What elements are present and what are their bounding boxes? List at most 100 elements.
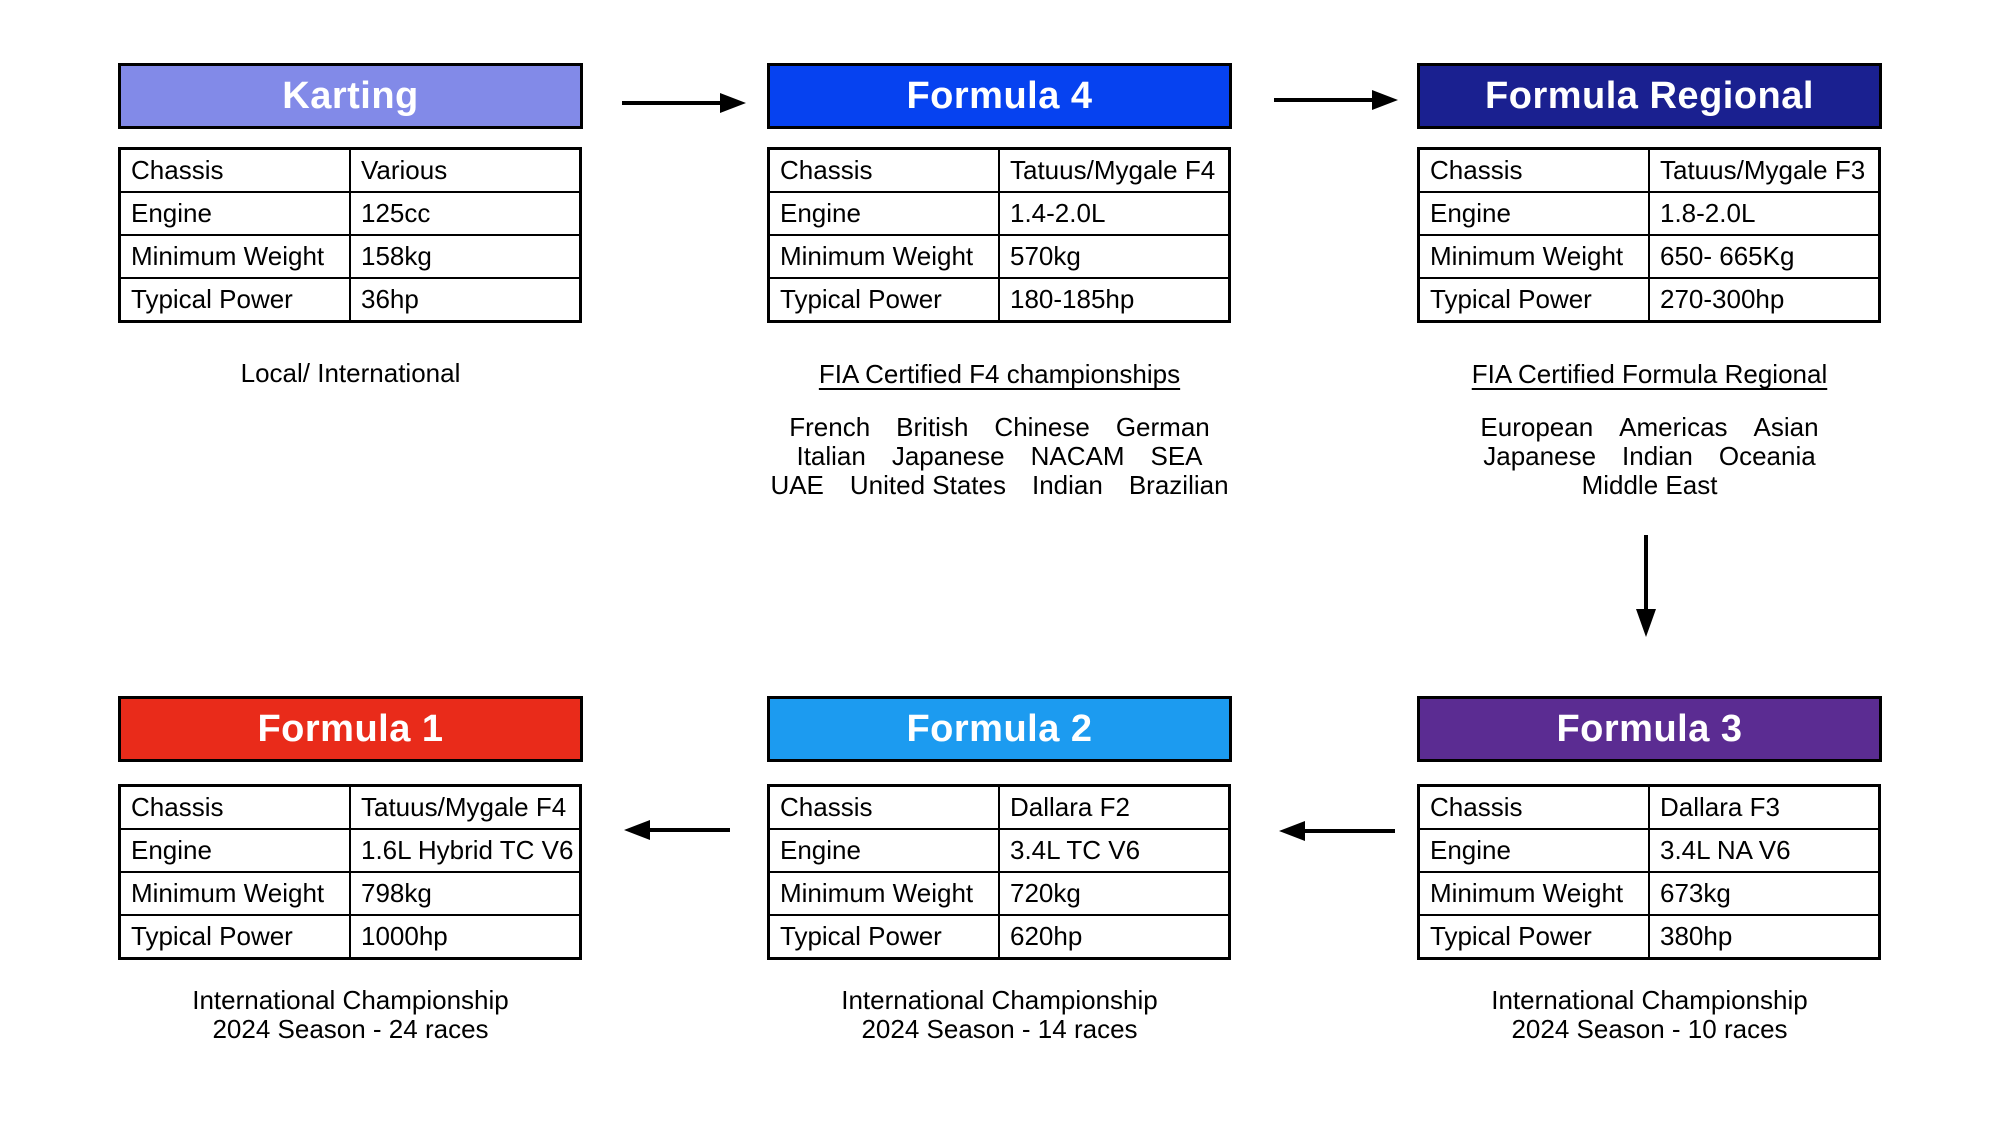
- spec-row-typical-power: Typical Power 180-185hp: [767, 277, 1231, 323]
- stage-header-formula3: Formula 3: [1417, 696, 1882, 762]
- right-arrow-icon-karting-to-formula4: [622, 93, 746, 113]
- spec-row-engine: Engine 1.6L Hybrid TC V6: [118, 828, 582, 873]
- spec-label-chassis: Chassis: [118, 784, 351, 830]
- note-line: UAE United States Indian Brazilian: [770, 470, 1229, 500]
- stage-title-karting: Karting: [282, 74, 419, 117]
- spec-label-typical-power: Typical Power: [1417, 914, 1650, 960]
- spec-value-minimum-weight: 650- 665Kg: [1648, 234, 1881, 279]
- note-line: 2024 Season - 10 races: [1511, 1014, 1788, 1044]
- spec-label-chassis: Chassis: [767, 147, 1000, 193]
- spec-value-chassis: Tatuus/Mygale F4: [349, 784, 582, 830]
- spec-value-engine: 1.4-2.0L: [998, 191, 1231, 236]
- note-line: French British Chinese German: [789, 412, 1210, 442]
- spec-label-minimum-weight: Minimum Weight: [767, 871, 1000, 916]
- spec-label-engine: Engine: [1417, 828, 1650, 873]
- spec-row-engine: Engine 3.4L TC V6: [767, 828, 1231, 873]
- note-line: International Championship: [841, 985, 1158, 1015]
- stage-notes-formula-regional: FIA Certified Formula Regional European …: [1377, 359, 1922, 500]
- spec-table-formula-regional: Chassis Tatuus/Mygale F3 Engine 1.8-2.0L…: [1417, 147, 1881, 323]
- spec-row-minimum-weight: Minimum Weight 570kg: [767, 234, 1231, 279]
- right-arrow-icon-formula4-to-formula-regional: [1274, 90, 1398, 110]
- spec-label-minimum-weight: Minimum Weight: [1417, 234, 1650, 279]
- stage-panel-karting: Karting Chassis Various Engine 125cc Min…: [118, 63, 583, 388]
- note-line: Italian Japanese NACAM SEA: [796, 441, 1203, 471]
- spec-value-typical-power: 270-300hp: [1648, 277, 1881, 323]
- stage-panel-formula2: Formula 2 Chassis Dallara F2 Engine 3.4L…: [767, 696, 1232, 1044]
- spec-value-chassis: Tatuus/Mygale F4: [998, 147, 1231, 193]
- stage-title-formula-regional: Formula Regional: [1485, 74, 1814, 117]
- spec-label-engine: Engine: [1417, 191, 1650, 236]
- spec-label-minimum-weight: Minimum Weight: [767, 234, 1000, 279]
- spec-row-typical-power: Typical Power 1000hp: [118, 914, 582, 960]
- spec-value-engine: 125cc: [349, 191, 582, 236]
- spec-value-typical-power: 180-185hp: [998, 277, 1231, 323]
- spec-value-engine: 1.8-2.0L: [1648, 191, 1881, 236]
- spec-row-engine: Engine 1.8-2.0L: [1417, 191, 1881, 236]
- stage-panel-formula4: Formula 4 Chassis Tatuus/Mygale F4 Engin…: [767, 63, 1232, 500]
- spec-row-typical-power: Typical Power 620hp: [767, 914, 1231, 960]
- note-line: Local/ International: [240, 358, 461, 388]
- spec-value-minimum-weight: 158kg: [349, 234, 582, 279]
- spec-row-chassis: Chassis Dallara F3: [1417, 784, 1881, 830]
- spec-label-typical-power: Typical Power: [118, 914, 351, 960]
- left-arrow-icon-formula3-to-formula2: [1279, 821, 1395, 841]
- stage-header-formula2: Formula 2: [767, 696, 1232, 762]
- spec-label-typical-power: Typical Power: [767, 914, 1000, 960]
- note-line: Japanese Indian Oceania: [1483, 441, 1816, 471]
- stage-notes-formula4: FIA Certified F4 championships French Br…: [727, 359, 1272, 500]
- spec-row-engine: Engine 125cc: [118, 191, 582, 236]
- spec-row-chassis: Chassis Various: [118, 147, 582, 193]
- spec-value-chassis: Tatuus/Mygale F3: [1648, 147, 1881, 193]
- spec-label-minimum-weight: Minimum Weight: [1417, 871, 1650, 916]
- spec-row-typical-power: Typical Power 270-300hp: [1417, 277, 1881, 323]
- spec-table-karting: Chassis Various Engine 125cc Minimum Wei…: [118, 147, 582, 323]
- spec-row-chassis: Chassis Tatuus/Mygale F4: [118, 784, 582, 830]
- spec-label-typical-power: Typical Power: [767, 277, 1000, 323]
- spec-table-formula4: Chassis Tatuus/Mygale F4 Engine 1.4-2.0L…: [767, 147, 1231, 323]
- stage-title-formula1: Formula 1: [257, 707, 444, 750]
- spec-label-engine: Engine: [118, 828, 351, 873]
- stage-notes-karting: Local/ International: [78, 359, 623, 388]
- stage-header-karting: Karting: [118, 63, 583, 129]
- spec-row-chassis: Chassis Tatuus/Mygale F4: [767, 147, 1231, 193]
- spec-value-typical-power: 620hp: [998, 914, 1231, 960]
- spec-row-minimum-weight: Minimum Weight 158kg: [118, 234, 582, 279]
- left-arrow-icon-formula2-to-formula1: [624, 820, 730, 840]
- spec-table-formula1: Chassis Tatuus/Mygale F4 Engine 1.6L Hyb…: [118, 784, 582, 960]
- note-line: 2024 Season - 14 races: [861, 1014, 1138, 1044]
- spec-row-minimum-weight: Minimum Weight 798kg: [118, 871, 582, 916]
- stage-panel-formula-regional: Formula Regional Chassis Tatuus/Mygale F…: [1417, 63, 1882, 500]
- spec-label-engine: Engine: [767, 828, 1000, 873]
- spec-value-minimum-weight: 798kg: [349, 871, 582, 916]
- note-line: International Championship: [192, 985, 509, 1015]
- spec-label-chassis: Chassis: [767, 784, 1000, 830]
- spec-label-engine: Engine: [767, 191, 1000, 236]
- stage-title-formula2: Formula 2: [906, 707, 1093, 750]
- spec-row-typical-power: Typical Power 380hp: [1417, 914, 1881, 960]
- spec-table-formula3: Chassis Dallara F3 Engine 3.4L NA V6 Min…: [1417, 784, 1881, 960]
- spec-row-minimum-weight: Minimum Weight 720kg: [767, 871, 1231, 916]
- stage-header-formula-regional: Formula Regional: [1417, 63, 1882, 129]
- down-arrow-icon-formula-regional-to-formula3: [1636, 535, 1656, 637]
- note-title: FIA Certified F4 championships: [818, 359, 1181, 389]
- spec-value-chassis: Various: [349, 147, 582, 193]
- spec-value-engine: 3.4L TC V6: [998, 828, 1231, 873]
- spec-value-engine: 1.6L Hybrid TC V6: [349, 828, 582, 873]
- stage-header-formula1: Formula 1: [118, 696, 583, 762]
- spec-label-typical-power: Typical Power: [118, 277, 351, 323]
- stage-panel-formula3: Formula 3 Chassis Dallara F3 Engine 3.4L…: [1417, 696, 1882, 1044]
- spec-value-minimum-weight: 570kg: [998, 234, 1231, 279]
- stage-title-formula4: Formula 4: [906, 74, 1093, 117]
- spec-label-engine: Engine: [118, 191, 351, 236]
- spec-row-engine: Engine 1.4-2.0L: [767, 191, 1231, 236]
- spec-value-minimum-weight: 720kg: [998, 871, 1231, 916]
- note-line: European Americas Asian: [1480, 412, 1819, 442]
- stage-notes-formula1: International Championship 2024 Season -…: [78, 986, 623, 1044]
- spec-value-chassis: Dallara F2: [998, 784, 1231, 830]
- spec-label-minimum-weight: Minimum Weight: [118, 234, 351, 279]
- note-line: 2024 Season - 24 races: [212, 1014, 489, 1044]
- stage-notes-formula2: International Championship 2024 Season -…: [727, 986, 1272, 1044]
- spec-row-minimum-weight: Minimum Weight 650- 665Kg: [1417, 234, 1881, 279]
- spec-value-typical-power: 380hp: [1648, 914, 1881, 960]
